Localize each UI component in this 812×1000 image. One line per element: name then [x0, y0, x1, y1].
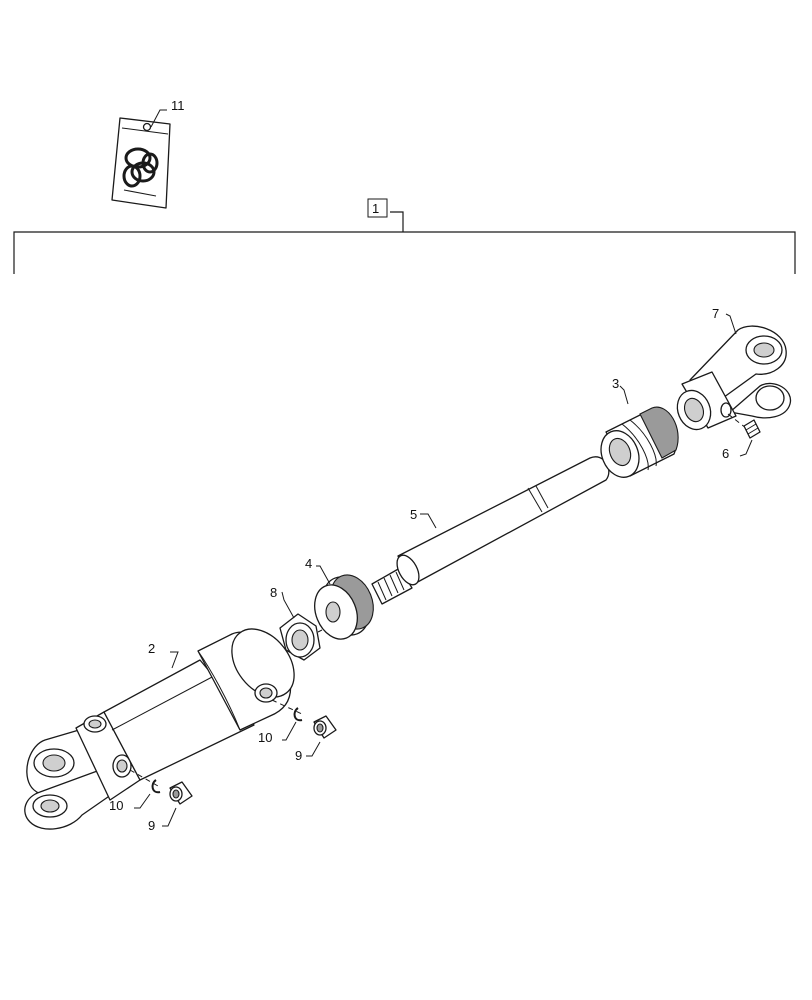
callout-8: 8	[270, 585, 277, 600]
snap-ring-lower	[151, 779, 161, 794]
rod-clevis	[676, 325, 792, 431]
hex-nut	[279, 613, 321, 661]
set-screw	[743, 419, 761, 439]
callout-7: 7	[712, 306, 719, 321]
callout-1: 1	[372, 201, 379, 216]
callout-10b: 10	[258, 730, 272, 745]
callout-3: 3	[612, 376, 619, 391]
piston	[314, 574, 374, 640]
callout-2: 2	[148, 641, 155, 656]
callout-9a: 9	[148, 818, 155, 833]
callout-6: 6	[722, 446, 729, 461]
snap-ring-upper	[293, 707, 303, 722]
callout-4: 4	[305, 556, 312, 571]
callout-9b: 9	[295, 748, 302, 763]
assembly-bracket	[13, 211, 796, 274]
callout-1-box	[367, 198, 388, 218]
seal-kit-bag	[111, 117, 171, 209]
cylinder-barrel	[24, 628, 295, 830]
plug-upper	[313, 715, 337, 739]
callout-10a: 10	[109, 798, 123, 813]
callout-5: 5	[410, 507, 417, 522]
piston-rod	[371, 456, 610, 605]
rod-gland	[600, 406, 679, 478]
callout-11: 11	[171, 98, 185, 113]
plug-lower	[169, 781, 193, 805]
